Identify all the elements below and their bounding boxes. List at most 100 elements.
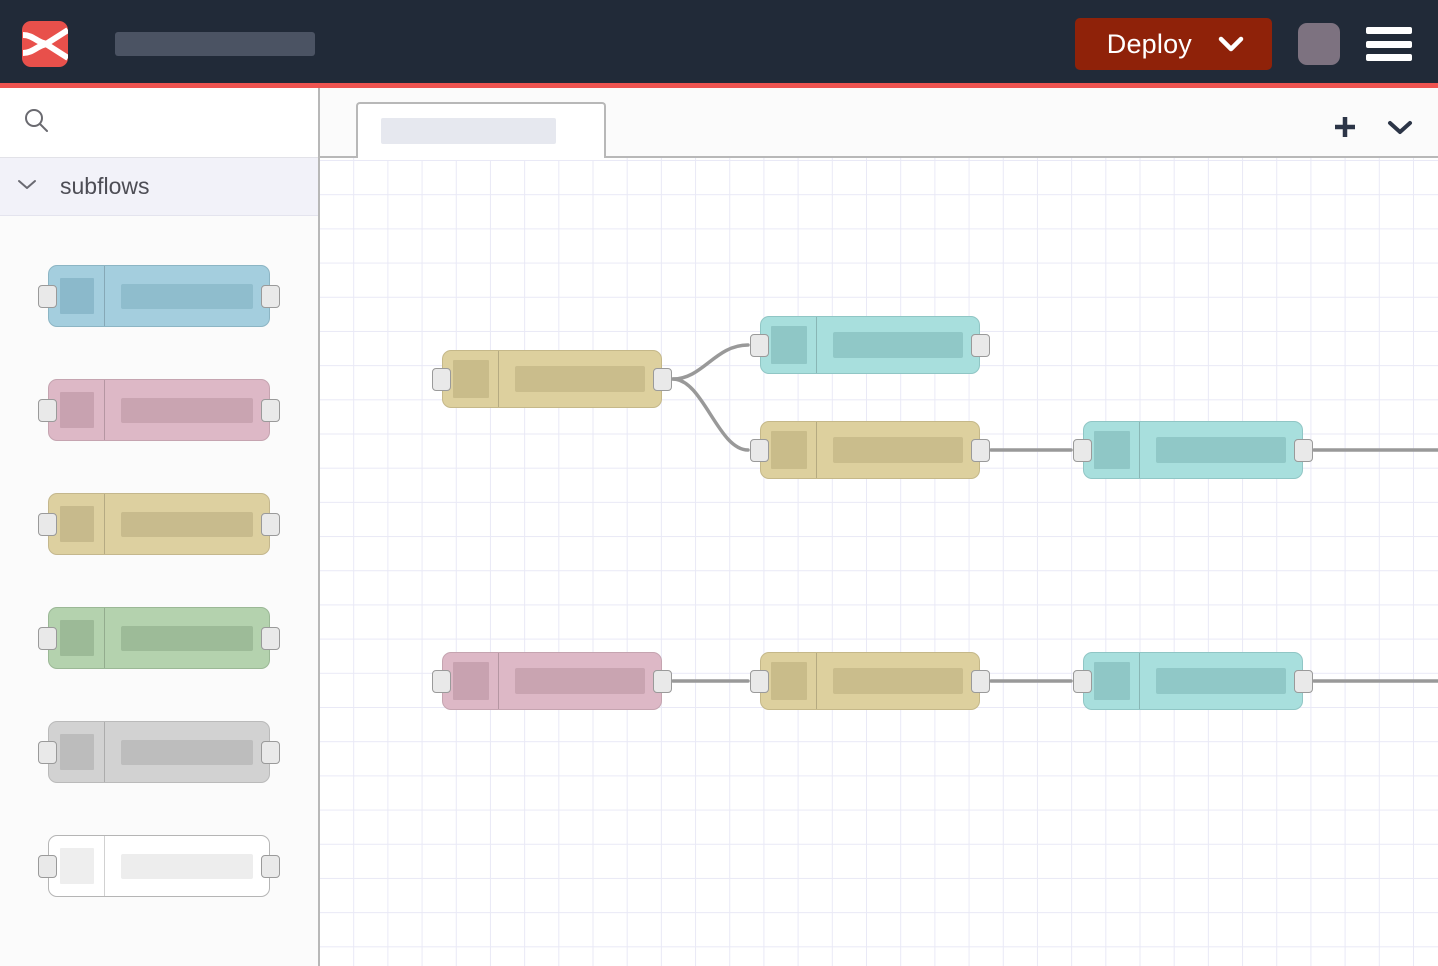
search-icon[interactable]: [22, 106, 50, 139]
palette-node-4[interactable]: [38, 607, 280, 669]
node-output-port[interactable]: [261, 854, 280, 878]
node-label-pane: [817, 422, 979, 478]
node-label: [833, 668, 963, 694]
node-icon-pane: [49, 722, 105, 782]
node-icon-pane: [49, 266, 105, 326]
palette-item[interactable]: [0, 467, 318, 581]
node-icon-pane: [49, 380, 105, 440]
node-input-port[interactable]: [38, 740, 57, 764]
hamburger-menu-icon[interactable]: [1366, 27, 1412, 61]
hamburger-bar: [1366, 40, 1412, 48]
node-label-pane: [105, 608, 269, 668]
palette-item[interactable]: [0, 695, 318, 809]
node-output-port[interactable]: [971, 669, 990, 693]
node-output-port[interactable]: [261, 740, 280, 764]
canvas-node-g[interactable]: [1073, 652, 1313, 710]
wire-a-to-c[interactable]: [671, 377, 750, 452]
node-icon-pane: [49, 608, 105, 668]
editor-body: subflows: [0, 88, 1438, 966]
plus-icon[interactable]: [1330, 112, 1360, 142]
node-icon-pane: [1084, 422, 1140, 478]
wire-a-to-b[interactable]: [671, 343, 750, 381]
flow-canvas[interactable]: [320, 158, 1438, 966]
palette-category-label: subflows: [60, 173, 150, 199]
node-icon-pane: [443, 351, 499, 407]
node-output-port[interactable]: [261, 512, 280, 536]
chevron-down-icon[interactable]: [1386, 118, 1414, 136]
canvas-node-d[interactable]: [1073, 421, 1313, 479]
node-label-pane: [499, 653, 661, 709]
palette-search-row[interactable]: [0, 88, 318, 158]
node-icon-pane: [49, 836, 105, 896]
deploy-button[interactable]: Deploy: [1074, 18, 1272, 70]
palette-category-subflows[interactable]: subflows: [0, 158, 318, 216]
node-input-port[interactable]: [38, 284, 57, 308]
node-output-port[interactable]: [971, 438, 990, 462]
flow-editor: [320, 88, 1438, 966]
tabbar-actions: [1330, 112, 1438, 158]
canvas-node-e[interactable]: [432, 652, 672, 710]
node-label: [515, 366, 645, 392]
node-type-icon: [59, 392, 94, 428]
palette-item[interactable]: [0, 239, 318, 353]
chevron-down-icon[interactable]: [1218, 36, 1244, 52]
node-output-port[interactable]: [261, 284, 280, 308]
node-input-port[interactable]: [750, 438, 769, 462]
canvas-node-c[interactable]: [750, 421, 990, 479]
node-label: [1156, 437, 1286, 463]
node-output-port[interactable]: [971, 333, 990, 357]
node-input-port[interactable]: [1073, 669, 1092, 693]
node-input-port[interactable]: [432, 669, 451, 693]
node-label-pane: [105, 380, 269, 440]
palette-node-3[interactable]: [38, 493, 280, 555]
node-icon-pane: [443, 653, 499, 709]
node-label: [121, 511, 253, 537]
flow-tab-label: [381, 118, 556, 144]
node-input-port[interactable]: [750, 333, 769, 357]
node-label: [121, 625, 253, 651]
node-label-pane: [1140, 653, 1302, 709]
canvas-node-f[interactable]: [750, 652, 990, 710]
node-label: [121, 853, 253, 879]
user-avatar[interactable]: [1298, 23, 1340, 65]
node-input-port[interactable]: [38, 512, 57, 536]
node-output-port[interactable]: [261, 398, 280, 422]
node-label-pane: [105, 722, 269, 782]
flow-tab-1[interactable]: [356, 102, 606, 160]
node-label-pane: [817, 653, 979, 709]
node-input-port[interactable]: [432, 367, 451, 391]
node-icon-pane: [761, 653, 817, 709]
app-header: Deploy: [0, 0, 1438, 88]
node-icon-pane: [1084, 653, 1140, 709]
palette-node-6[interactable]: [38, 835, 280, 897]
node-output-port[interactable]: [653, 669, 672, 693]
node-input-port[interactable]: [1073, 438, 1092, 462]
node-label: [121, 283, 253, 309]
palette-item[interactable]: [0, 581, 318, 695]
palette-item[interactable]: [0, 809, 318, 923]
node-red-logo-icon[interactable]: [22, 21, 68, 67]
node-output-port[interactable]: [653, 367, 672, 391]
canvas-node-b[interactable]: [750, 316, 990, 374]
chevron-down-icon[interactable]: [16, 177, 38, 196]
node-label: [833, 437, 963, 463]
palette-item[interactable]: [0, 353, 318, 467]
node-input-port[interactable]: [38, 626, 57, 650]
palette-node-5[interactable]: [38, 721, 280, 783]
canvas-node-a[interactable]: [432, 350, 672, 408]
node-label-pane: [105, 266, 269, 326]
node-type-icon: [59, 848, 94, 884]
node-type-icon: [1093, 662, 1130, 700]
palette-node-2[interactable]: [38, 379, 280, 441]
node-output-port[interactable]: [1294, 438, 1313, 462]
node-input-port[interactable]: [750, 669, 769, 693]
node-type-icon: [452, 662, 489, 700]
node-input-port[interactable]: [38, 398, 57, 422]
node-label: [1156, 668, 1286, 694]
node-input-port[interactable]: [38, 854, 57, 878]
node-label: [515, 668, 645, 694]
palette-node-1[interactable]: [38, 265, 280, 327]
node-output-port[interactable]: [261, 626, 280, 650]
node-output-port[interactable]: [1294, 669, 1313, 693]
